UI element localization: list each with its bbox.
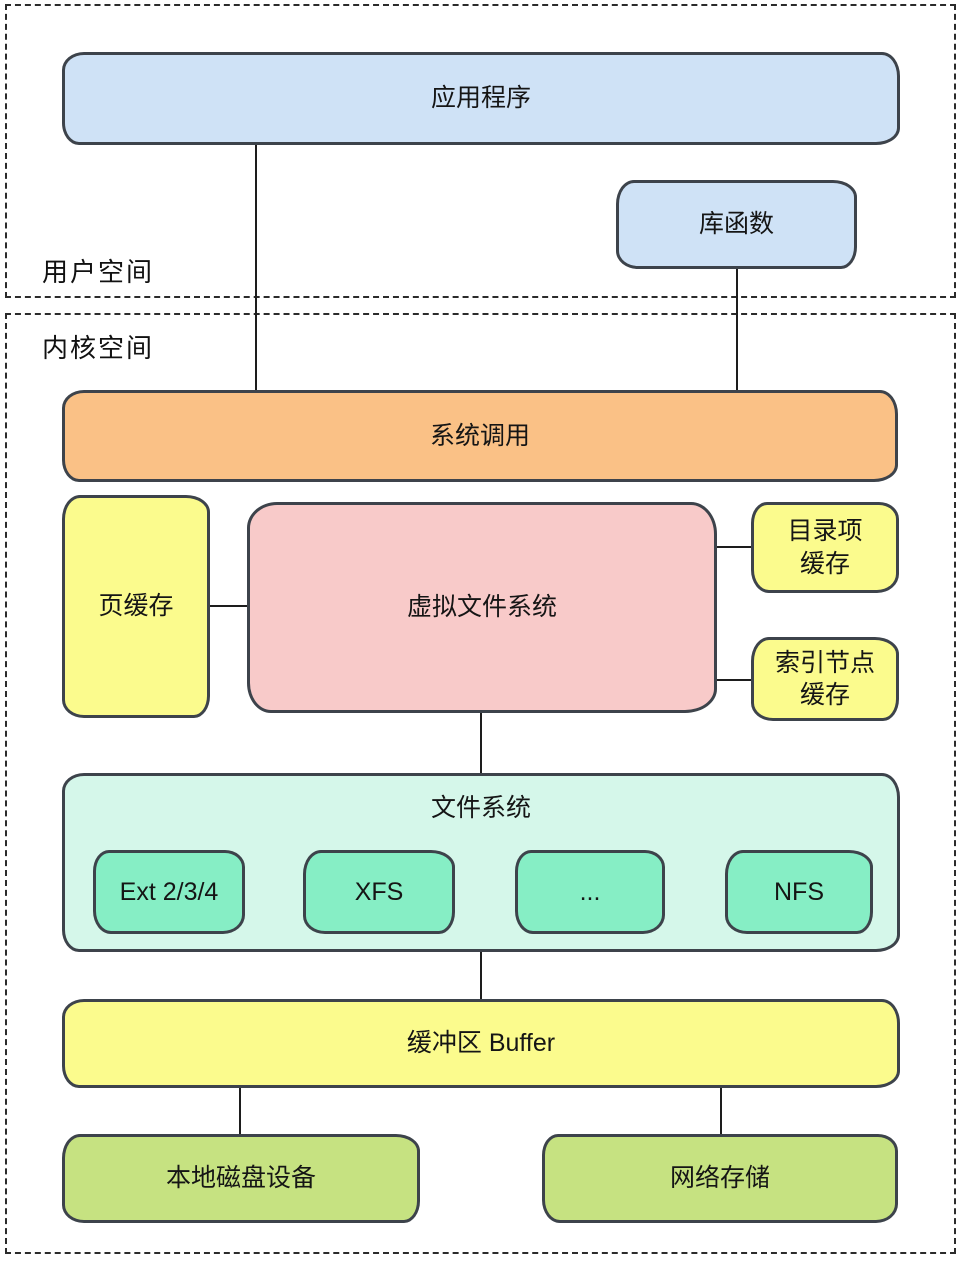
edge-buffer-networkstorage (720, 1086, 722, 1134)
edge-vfs-dentrycache (715, 546, 753, 548)
dentry-cache-node: 目录项 缓存 (751, 502, 899, 593)
edge-filesystem-buffer (480, 950, 482, 999)
fs-xfs-node: XFS (303, 850, 455, 934)
library-node: 库函数 (616, 180, 857, 269)
inode-cache-node: 索引节点 缓存 (751, 637, 899, 721)
network-storage-node: 网络存储 (542, 1134, 898, 1223)
local-disk-node: 本地磁盘设备 (62, 1134, 420, 1223)
filesystem-title: 文件系统 (430, 794, 531, 822)
buffer-label: 缓冲区 Buffer (406, 1029, 556, 1058)
fs-ext-node: Ext 2/3/4 (93, 850, 245, 934)
page-cache-label: 页缓存 (98, 592, 174, 621)
kernel-space-label: 内核空间 (42, 333, 155, 363)
buffer-node: 缓冲区 Buffer (62, 999, 900, 1088)
edge-library-syscall (736, 268, 738, 390)
filesystem-container: 文件系统 Ext 2/3/4 XFS ... NFS (62, 773, 900, 952)
inode-cache-label-line1: 索引节点 (774, 648, 875, 677)
edge-pagecache-vfs (210, 605, 249, 607)
fs-ext-label: Ext 2/3/4 (119, 877, 219, 906)
vfs-node: 虚拟文件系统 (247, 502, 717, 713)
application-label: 应用程序 (430, 84, 531, 113)
syscall-node: 系统调用 (62, 390, 898, 482)
local-disk-label: 本地磁盘设备 (165, 1164, 316, 1193)
library-label: 库函数 (698, 210, 774, 239)
network-storage-label: 网络存储 (669, 1164, 770, 1193)
edge-buffer-localdisk (239, 1086, 241, 1134)
edge-vfs-inodecache (715, 679, 753, 681)
dentry-cache-label-line1: 目录项 (787, 517, 863, 545)
fs-other-node: ... (515, 850, 665, 934)
application-node: 应用程序 (62, 52, 900, 145)
edge-application-syscall (255, 145, 257, 390)
fs-nfs-node: NFS (725, 850, 873, 934)
vfs-label: 虚拟文件系统 (406, 593, 557, 622)
dentry-cache-label-line2: 缓存 (799, 549, 850, 578)
user-space-region (5, 4, 956, 298)
page-cache-node: 页缓存 (62, 495, 210, 718)
kernel-space-region (5, 313, 956, 1254)
inode-cache-label-line2: 缓存 (799, 681, 850, 709)
syscall-label: 系统调用 (429, 421, 530, 450)
fs-nfs-label: NFS (774, 877, 824, 906)
user-space-label: 用户空间 (42, 257, 155, 287)
fs-other-label: ... (579, 877, 601, 906)
edge-vfs-filesystem (480, 711, 482, 774)
fs-xfs-label: XFS (354, 877, 404, 906)
